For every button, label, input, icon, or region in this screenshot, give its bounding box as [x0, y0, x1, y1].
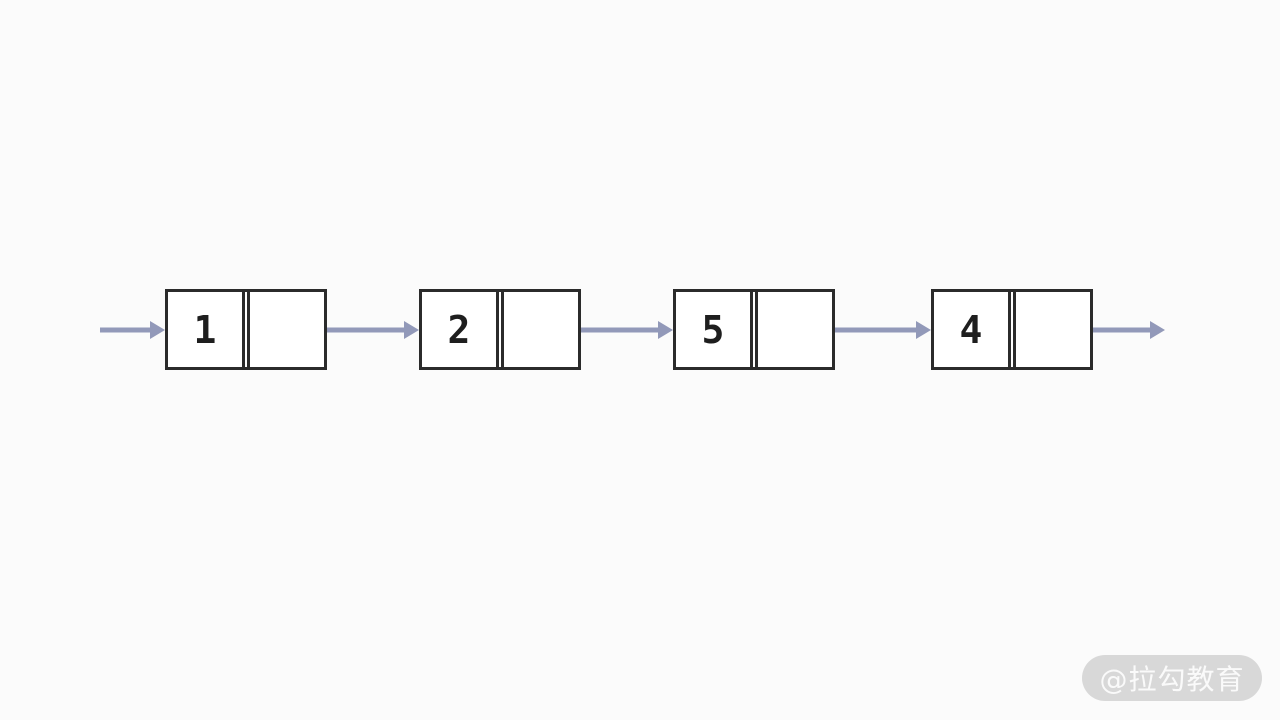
arrow-head-icon: [1150, 321, 1165, 339]
node-cell-divider: [499, 292, 501, 367]
arrow-head-icon: [150, 321, 165, 339]
watermark-badge: @拉勾教育: [1082, 655, 1262, 701]
node-value-cell: 4: [934, 292, 1011, 367]
arrow-head-icon: [916, 321, 931, 339]
next-pointer-arrow: [835, 321, 931, 339]
node-pointer-cell: [1013, 292, 1090, 367]
list-node: 2: [419, 289, 581, 370]
arrow-shaft: [327, 327, 406, 333]
list-node: 1: [165, 289, 327, 370]
node-cell-divider: [1011, 292, 1013, 367]
node-pointer-cell: [755, 292, 832, 367]
tail-pointer-arrow: [1093, 321, 1165, 339]
arrow-shaft: [100, 327, 152, 333]
list-node: 5: [673, 289, 835, 370]
arrow-shaft: [1093, 327, 1152, 333]
head-pointer-arrow: [100, 321, 165, 339]
node-cell-divider: [753, 292, 755, 367]
arrow-head-icon: [404, 321, 419, 339]
arrow-shaft: [581, 327, 660, 333]
next-pointer-arrow: [581, 321, 673, 339]
list-node: 4: [931, 289, 1093, 370]
node-value-cell: 5: [676, 292, 753, 367]
node-value-cell: 1: [168, 292, 245, 367]
node-value-cell: 2: [422, 292, 499, 367]
node-pointer-cell: [501, 292, 578, 367]
node-cell-divider: [245, 292, 247, 367]
arrow-shaft: [835, 327, 918, 333]
next-pointer-arrow: [327, 321, 419, 339]
arrow-head-icon: [658, 321, 673, 339]
node-pointer-cell: [247, 292, 324, 367]
